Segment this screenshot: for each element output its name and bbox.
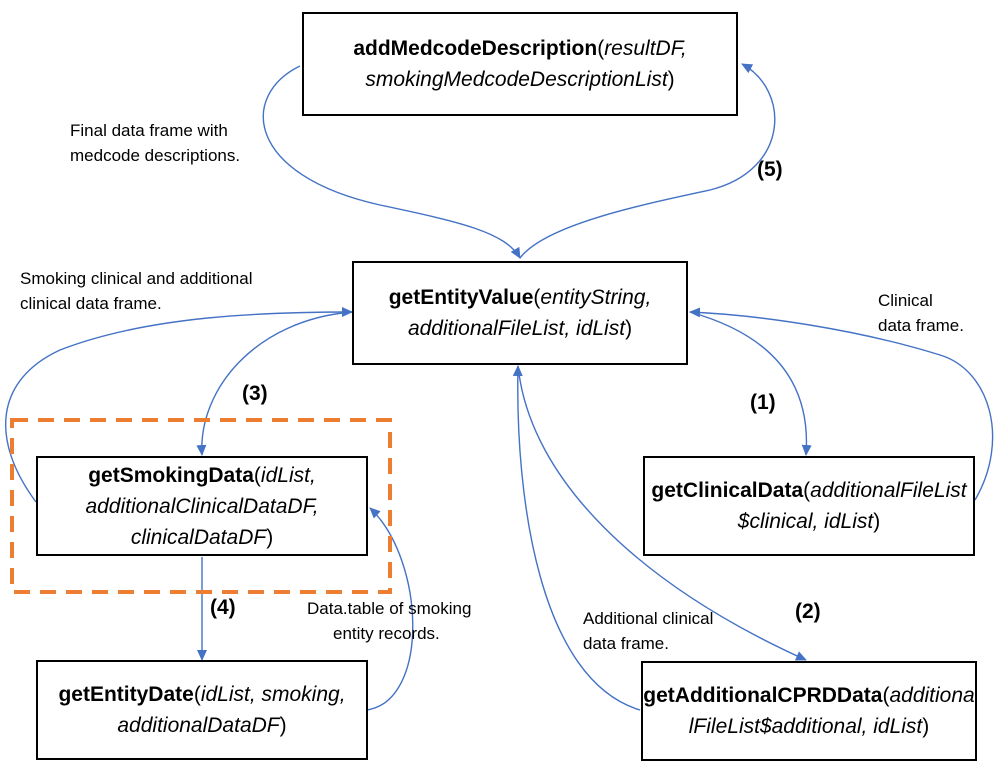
arrow-smoking-result-to-entity-value [5, 307, 353, 503]
step-label-5: (5) [757, 158, 783, 181]
node-add-medcode-description: addMedcodeDescription(resultDF, smokingM… [302, 12, 738, 116]
arrow-entity-value-to-medcode-5 [519, 63, 776, 259]
step-label-3: (3) [242, 382, 268, 405]
node-get-entity-date: getEntityDate(idList, smoking, additiona… [36, 660, 368, 760]
node-get-clinical-data: getClinicalData(additionalFileList$clini… [643, 456, 975, 556]
step-label-4: (4) [210, 596, 236, 619]
highlight-dashed-frame [10, 418, 392, 594]
node-get-smoking-data: getSmokingData(idList, additionalClinica… [36, 456, 368, 556]
node-get-entity-value: getEntityValue(entityString, additionalF… [352, 261, 688, 365]
arrow-clinical-result-to-entity-value [689, 307, 994, 501]
arrow-entity-date-to-smoking-data [366, 507, 414, 711]
step-label-1: (1) [750, 391, 776, 414]
arrow-entity-value-to-additional-cprd-2 [517, 365, 807, 661]
arrow-additional-result-to-entity-value [512, 365, 641, 711]
node-get-additional-cprd-data: getAdditionalCPRDData(additionalFileList… [641, 661, 977, 761]
arrow-entity-value-to-clinical-data-1 [689, 311, 812, 456]
step-label-2: (2) [795, 600, 821, 623]
arrow-entity-value-to-smoking-data-3 [196, 311, 353, 456]
arrow-final-to-entity-value [262, 65, 521, 259]
